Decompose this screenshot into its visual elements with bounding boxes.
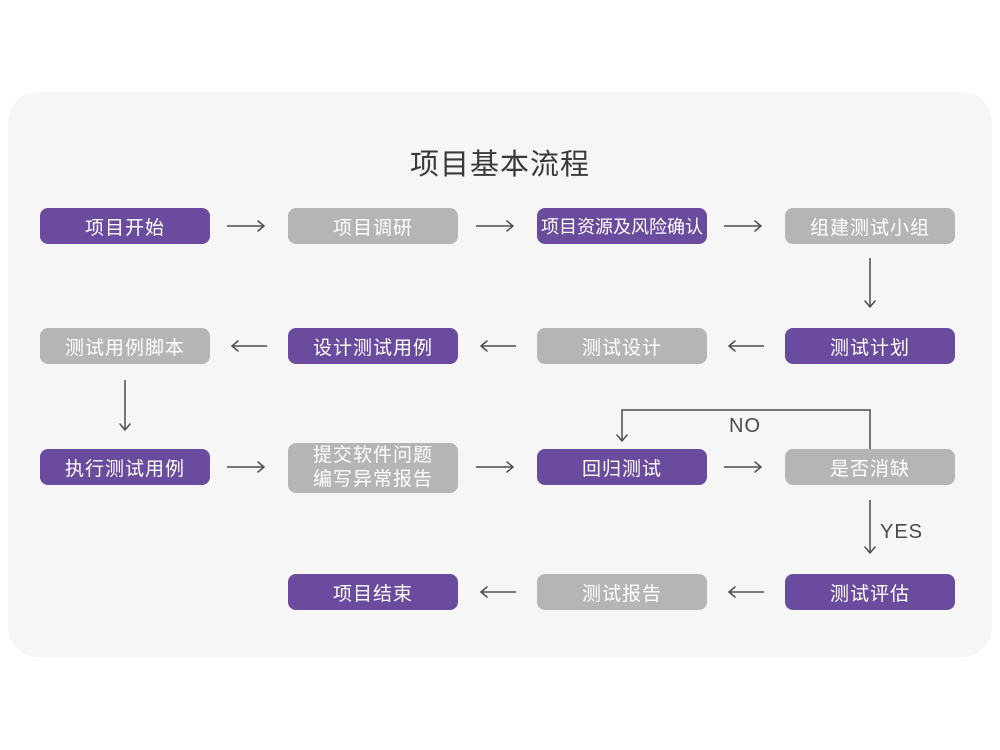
node-project-end: 项目结束: [288, 574, 458, 610]
edge-label-no: NO: [729, 415, 761, 437]
edge-label-yes: YES: [880, 521, 924, 543]
node-regression-test: 回归测试: [537, 449, 707, 485]
node-test-case-script: 测试用例脚本: [40, 328, 210, 364]
node-test-plan: 测试计划: [785, 328, 955, 364]
node-project-start: 项目开始: [40, 208, 210, 244]
page-title: 项目基本流程: [409, 149, 590, 181]
flowchart-card: [8, 92, 992, 657]
node-test-report: 测试报告: [537, 574, 707, 610]
node-build-test-team: 组建测试小组: [785, 208, 955, 244]
node-project-research: 项目调研: [288, 208, 458, 244]
node-test-design: 测试设计: [537, 328, 707, 364]
arrow-no-loop: [616, 409, 871, 449]
node-design-test-cases: 设计测试用例: [288, 328, 458, 364]
node-defect-cleared-decision: 是否消缺: [785, 449, 955, 485]
node-submit-issues-report: 提交软件问题 编写异常报告: [288, 443, 458, 493]
node-resources-risk-confirm: 项目资源及风险确认: [537, 208, 707, 244]
node-test-evaluation: 测试评估: [785, 574, 955, 610]
node-execute-test-cases: 执行测试用例: [40, 449, 210, 485]
